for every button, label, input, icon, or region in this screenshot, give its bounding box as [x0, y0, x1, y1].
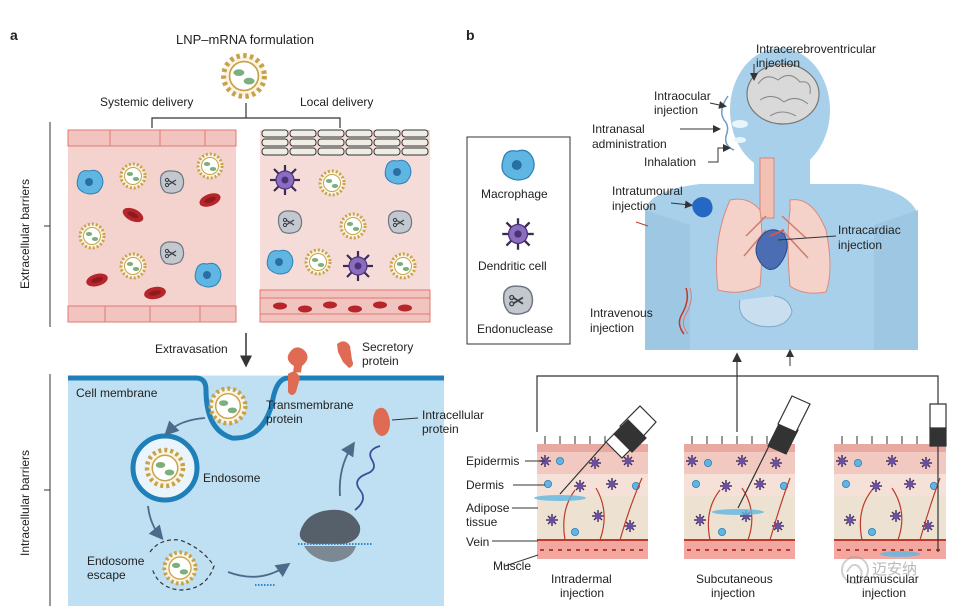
epidermis-label: Epidermis [466, 454, 520, 468]
legend-macrophage-label: Macrophage [481, 187, 548, 201]
intranasal-label-2: administration [592, 137, 667, 151]
local-delivery-label: Local delivery [300, 95, 374, 109]
inhalation-label: Inhalation [644, 155, 697, 169]
intradermal-label-1: Intradermal [551, 572, 612, 586]
legend-dendritic-cell-label: Dendritic cell [478, 259, 547, 273]
subcutaneous-label-1: Subcutaneous [696, 572, 773, 586]
icv-label-2: injection [756, 56, 801, 70]
extravasation-label: Extravasation [155, 342, 228, 356]
watermark-logo [841, 556, 869, 584]
vein-label: Vein [466, 535, 490, 549]
intracardiac-label-2: injection [838, 238, 883, 252]
intraocular-label-1: Intraocular [654, 89, 711, 103]
intramuscular-label-1: Intramuscular [846, 572, 919, 586]
dermis-label: Dermis [466, 478, 504, 492]
legend-endonuclease-label: Endonuclease [477, 322, 554, 336]
intratumoural-label-2: injection [612, 199, 657, 213]
muscle-label: Muscle [493, 559, 532, 573]
secretory-protein-label-2: protein [362, 354, 399, 368]
syringe-subcutaneous [737, 395, 811, 509]
intracellular-barriers-label: Intracellular barriers [18, 449, 32, 556]
lnp-formulation-icon [224, 56, 265, 97]
intratumoural-label-1: Intratumoural [612, 184, 683, 198]
endosome-escape-label-1: Endosome [87, 554, 145, 568]
extracellular-barriers-label: Extracellular barriers [18, 178, 32, 289]
adipose-tissue-label-1: Adipose [466, 501, 510, 515]
human-body [645, 48, 918, 350]
intramuscular-label-2: injection [862, 586, 907, 600]
syringe-intradermal [559, 405, 657, 495]
icv-label-1: Intracerebroventricular [756, 42, 877, 56]
intracellular-protein-label-2: protein [422, 422, 459, 436]
transmembrane-protein-label-2: protein [266, 412, 303, 426]
systemic-delivery-label: Systemic delivery [100, 95, 194, 109]
panel-a-letter: a [10, 27, 18, 43]
endosome-escape-label-2: escape [87, 568, 126, 582]
intradermal-label-2: injection [560, 586, 605, 600]
intraocular-label-2: injection [654, 103, 699, 117]
intracardiac-label-1: Intracardiac [838, 223, 901, 237]
transmembrane-protein-label-1: Transmembrane [266, 398, 354, 412]
intranasal-label-1: Intranasal [592, 122, 645, 136]
watermark-text: 迈安纳 [872, 561, 918, 578]
syringe-intramuscular [929, 403, 947, 552]
intravenous-label-1: Intravenous [590, 306, 653, 320]
lungs [716, 198, 831, 294]
panel-b-letter: b [466, 27, 475, 43]
endosome-label: Endosome [203, 471, 261, 485]
subcutaneous-label-2: injection [711, 586, 756, 600]
formulation-label: LNP–mRNA formulation [176, 32, 314, 47]
secretory-protein-label-1: Secretory [362, 340, 414, 354]
cell-membrane-label: Cell membrane [76, 386, 158, 400]
brain [746, 63, 820, 125]
intravenous-label-2: injection [590, 321, 635, 335]
intracellular-protein-label-1: Intracellular [422, 408, 485, 422]
adipose-tissue-label-2: tissue [466, 515, 498, 529]
